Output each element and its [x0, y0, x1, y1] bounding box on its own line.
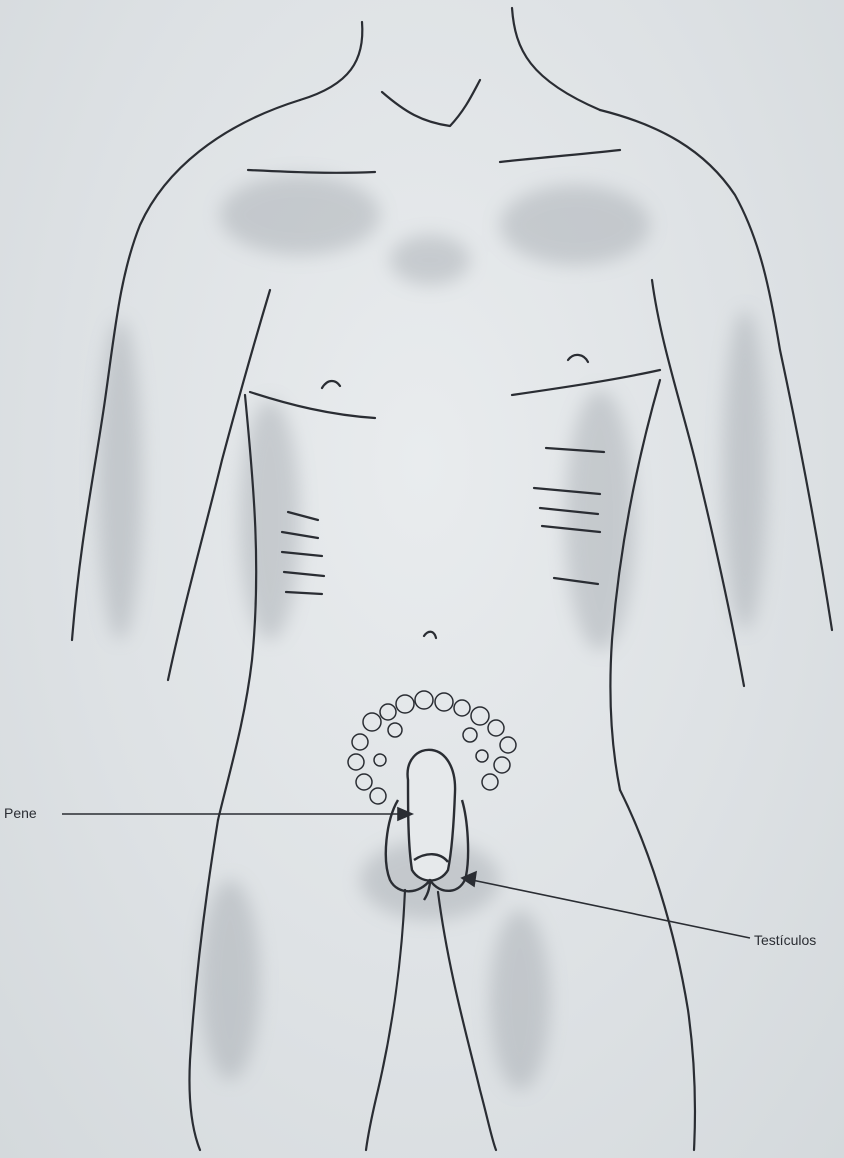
body-outline — [72, 8, 832, 1150]
testicles-label: Testículos — [754, 932, 816, 948]
penis-label: Pene — [4, 805, 37, 821]
